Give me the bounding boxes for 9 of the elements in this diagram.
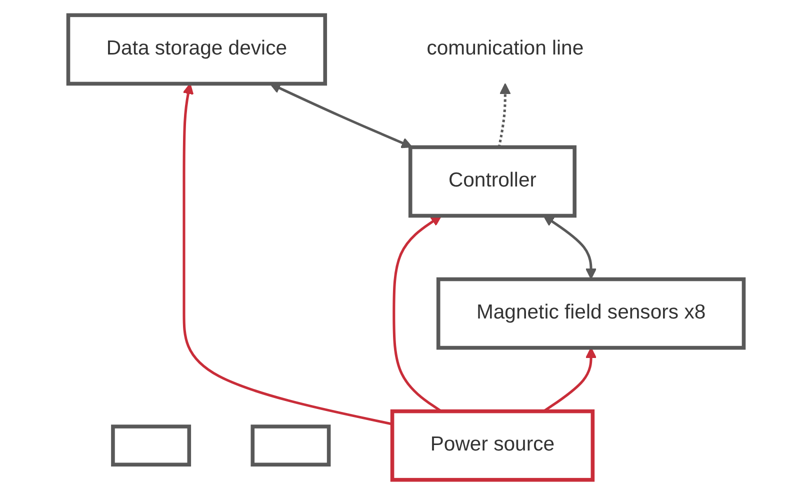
node-box: Power source (390, 409, 594, 482)
node-box (110, 424, 191, 466)
arrow (542, 215, 596, 280)
node-box: Controller (408, 145, 576, 218)
arrow (497, 83, 510, 148)
node-box: Magnetic field sensors x8 (436, 277, 746, 350)
node-box: Data storage device (66, 13, 327, 86)
node-box (250, 424, 330, 466)
node-text: comunication line (426, 38, 584, 60)
